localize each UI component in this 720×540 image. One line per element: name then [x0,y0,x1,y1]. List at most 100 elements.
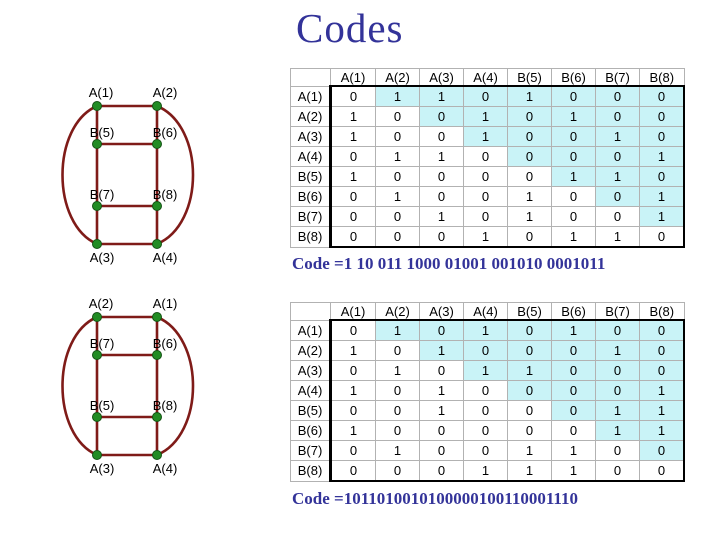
matrix-cell: 1 [419,400,464,421]
code-line-1: Code =1 10 011 1000 01001 001010 0001011 [292,254,605,274]
matrix-cell: 0 [375,226,420,248]
graph-node [92,201,102,211]
matrix-cell: 0 [639,226,685,248]
graph-node [92,450,102,460]
matrix-cell: 0 [639,85,685,107]
matrix-cell: 0 [375,340,420,361]
matrix-cell: 0 [463,340,508,361]
graph-node [92,139,102,149]
matrix-cell: 0 [639,166,685,187]
matrix-cell: 0 [595,85,640,107]
matrix-cell: 0 [329,360,376,381]
matrix-cell: 0 [551,400,596,421]
code-line-2: Code =1011010010100000100110001110 [292,489,578,509]
graph-node [92,312,102,322]
matrix-col-header: A(3) [419,302,464,321]
matrix-row-header: B(8) [290,460,331,482]
matrix-cell: 1 [595,400,640,421]
matrix-col-header: A(4) [463,68,508,87]
matrix-cell: 1 [507,85,552,107]
matrix-row-header: B(8) [290,226,331,248]
matrix-cell: 1 [419,146,464,167]
page-title: Codes [296,5,404,51]
matrix-col-header: B(8) [639,302,685,321]
matrix-cell: 1 [595,226,640,248]
matrix-cell: 1 [419,85,464,107]
graph-node-label: A(4) [153,250,178,265]
graph-node-label: A(2) [153,85,178,100]
graph-node-label: B(7) [90,187,115,202]
matrix-cell: 0 [375,460,420,482]
matrix-cell: 1 [639,206,685,227]
matrix-cell: 0 [463,206,508,227]
matrix-cell: 0 [507,226,552,248]
matrix-cell: 0 [375,106,420,127]
matrix-cell: 1 [375,319,420,341]
graph-node-label: A(4) [153,461,178,476]
matrix-cell: 0 [329,226,376,248]
matrix-cell: 0 [551,340,596,361]
matrix-cell: 1 [329,106,376,127]
graph-node-label: B(8) [153,187,178,202]
matrix-cell: 0 [507,340,552,361]
matrix-cell: 1 [507,360,552,381]
matrix-cell: 0 [595,360,640,381]
matrix-cell: 0 [551,146,596,167]
graph-node [92,239,102,249]
matrix-cell: 0 [419,420,464,441]
graph-node-label: B(5) [90,398,115,413]
matrix-cell: 0 [551,360,596,381]
matrix-row-header: B(6) [290,420,331,441]
matrix-row-header: A(4) [290,146,331,167]
matrix-cell: 1 [507,206,552,227]
code-label: Code = [292,254,344,273]
matrix-cell: 0 [375,166,420,187]
matrix-cell: 0 [329,206,376,227]
graph-edge-outer-right [155,104,195,246]
matrix-cell: 0 [329,400,376,421]
graph-diagram-2: A(2) A(1) B(7) B(6) B(5) B(8) A(3) A(4) [61,296,195,476]
graph-node-label: A(1) [89,85,114,100]
matrix-row-header: A(1) [290,85,331,107]
matrix-col-header: A(2) [375,68,420,87]
matrix-cell: 0 [639,126,685,147]
matrix-cell: 0 [595,206,640,227]
matrix-cell: 0 [595,380,640,401]
matrix-cell: 0 [507,400,552,421]
matrix-cell: 0 [419,360,464,381]
matrix-cell: 0 [419,226,464,248]
matrix-cell: 1 [639,146,685,167]
matrix-cell: 1 [419,206,464,227]
matrix-cell: 0 [463,85,508,107]
matrix-col-header: B(6) [551,302,596,321]
matrix-cell: 1 [639,186,685,207]
matrix-cell: 1 [551,440,596,461]
graph-edge-outer-left [61,104,99,246]
matrix-row-header: B(5) [290,166,331,187]
matrix-cell: 1 [595,166,640,187]
matrix-cell: 0 [595,440,640,461]
matrix-cell: 0 [507,106,552,127]
matrix-cell: 0 [551,126,596,147]
graph-edge-outer-right [155,315,195,457]
graph-node-label: B(7) [90,336,115,351]
matrix-cell: 0 [463,400,508,421]
matrix-cell: 0 [329,440,376,461]
matrix-cell: 1 [463,106,508,127]
graph-node [152,450,162,460]
matrix-cell: 1 [375,186,420,207]
matrix-cell: 1 [551,106,596,127]
matrix-cell: 1 [507,460,552,482]
matrix-cell: 1 [463,360,508,381]
matrix-row-header: A(3) [290,126,331,147]
graph-node [152,412,162,422]
matrix-cell: 0 [639,460,685,482]
matrix-cell: 0 [507,319,552,341]
matrix-cell: 0 [507,146,552,167]
matrix-cell: 1 [329,166,376,187]
matrix-cell: 0 [639,319,685,341]
matrix-cell: 0 [639,340,685,361]
